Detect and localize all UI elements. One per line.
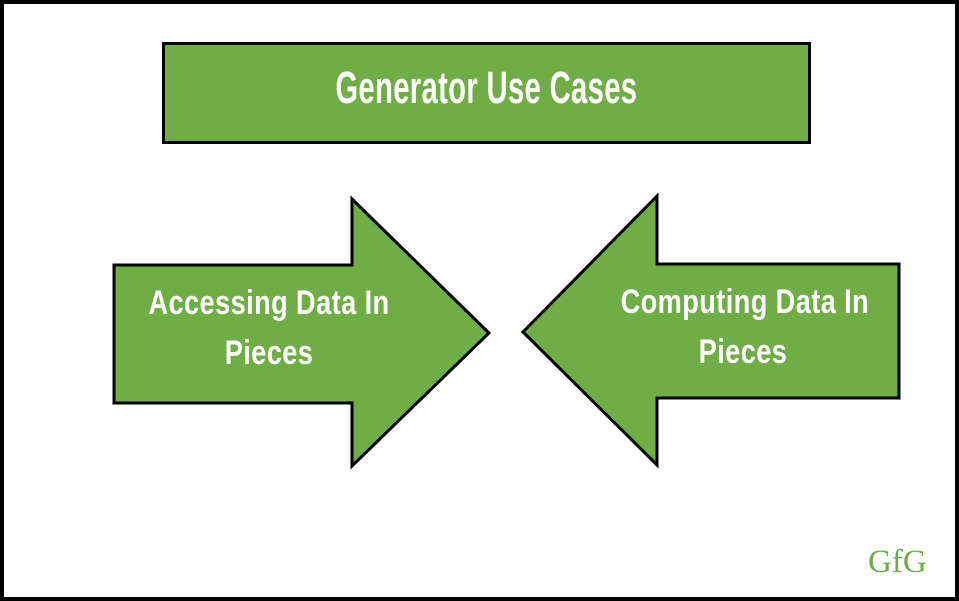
- diagram-title: Generator Use Cases: [335, 62, 638, 113]
- right-arrow-label-line2: Pieces: [698, 333, 788, 371]
- right-pointing-arrow-shape: [112, 195, 492, 470]
- gfg-logo: GfG: [868, 544, 927, 580]
- title-box: Generator Use Cases: [162, 42, 811, 144]
- right-arrow-label: Computing Data In Pieces: [620, 277, 870, 377]
- left-arrow-label: Accessing Data In Pieces: [147, 278, 392, 378]
- left-arrow-label-line1: Accessing Data In: [148, 284, 390, 322]
- right-arrow-label-line1: Computing Data In: [620, 283, 870, 321]
- left-arrow-label-line2: Pieces: [224, 334, 314, 372]
- left-pointing-arrow-shape: [520, 192, 901, 469]
